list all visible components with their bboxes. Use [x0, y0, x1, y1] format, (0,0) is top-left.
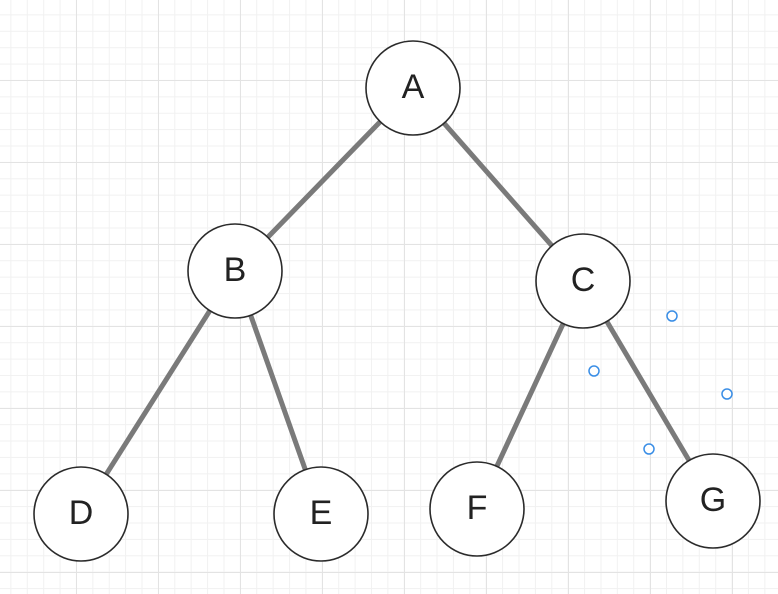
node-label: E — [310, 494, 333, 532]
node-label: F — [467, 489, 488, 527]
nodes-layer: A B C D E F G — [33, 40, 761, 562]
edge-a-b[interactable] — [266, 119, 382, 240]
selection-handle-top-right[interactable] — [666, 310, 678, 322]
node-circle[interactable] — [187, 223, 283, 319]
node-a[interactable]: A — [365, 40, 461, 136]
node-circle[interactable] — [33, 466, 129, 562]
node-c[interactable]: C — [535, 233, 631, 329]
node-e[interactable]: E — [273, 466, 369, 562]
node-label: A — [402, 68, 425, 106]
node-g[interactable]: G — [665, 453, 761, 549]
edge-b-d[interactable] — [104, 309, 212, 476]
edge-c-f[interactable] — [494, 322, 566, 468]
node-label: G — [700, 481, 726, 519]
node-d[interactable]: D — [33, 466, 129, 562]
node-f[interactable]: F — [429, 461, 525, 557]
node-circle[interactable] — [535, 233, 631, 329]
selection-handle-top-left[interactable] — [588, 365, 600, 377]
node-circle[interactable] — [273, 466, 369, 562]
selection-handles — [588, 310, 733, 455]
selection-handle-bottom-left[interactable] — [643, 443, 655, 455]
node-circle[interactable] — [665, 453, 761, 549]
selection-handle-bottom-right[interactable] — [721, 388, 733, 400]
node-b[interactable]: B — [187, 223, 283, 319]
node-label: D — [69, 494, 94, 532]
node-label: C — [571, 261, 596, 299]
edges-layer — [104, 119, 692, 476]
edge-a-c[interactable] — [442, 121, 554, 248]
edge-c-g[interactable] — [604, 320, 692, 462]
node-circle[interactable] — [429, 461, 525, 557]
node-label: B — [224, 251, 247, 289]
edge-b-e[interactable] — [248, 314, 308, 471]
node-circle[interactable] — [365, 40, 461, 136]
